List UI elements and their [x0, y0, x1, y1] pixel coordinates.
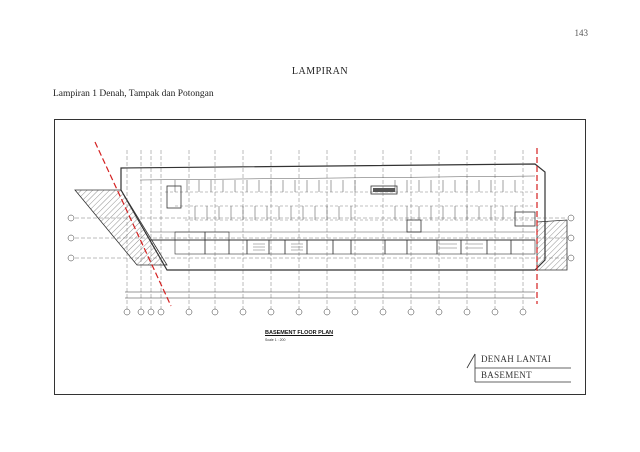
parking-stalls	[174, 180, 516, 220]
drawing-label-line1: DENAH LANTAI	[481, 354, 552, 364]
section-cut-line-left	[94, 141, 172, 307]
building-outline	[120, 163, 546, 271]
central-ramp	[370, 185, 398, 195]
grid-lines	[75, 150, 567, 310]
drawing-frame: BASEMENT FLOOR PLAN Scale 1 : 200 DENAH …	[54, 119, 586, 395]
service-room-right	[514, 211, 536, 227]
attachment-caption: Lampiran 1 Denah, Tampak dan Potongan	[53, 89, 214, 99]
drawing-label-line2: BASEMENT	[481, 370, 532, 380]
plan-scale: Scale 1 : 200	[265, 338, 286, 342]
drawing-label: DENAH LANTAI BASEMENT	[463, 352, 575, 384]
left-ramp-hatch	[74, 189, 168, 266]
right-ramp-hatch	[536, 219, 568, 271]
basement-floor-plan	[67, 141, 575, 383]
page-number: 143	[574, 28, 589, 38]
page-heading: LAMPIRAN	[291, 66, 349, 77]
grid-bubbles	[67, 214, 575, 316]
stair-core-left	[166, 185, 182, 209]
plan-title: BASEMENT FLOOR PLAN	[265, 330, 334, 336]
service-rooms	[174, 231, 536, 255]
stair-core-right	[406, 219, 422, 233]
label-stamp-bracket	[466, 353, 571, 383]
